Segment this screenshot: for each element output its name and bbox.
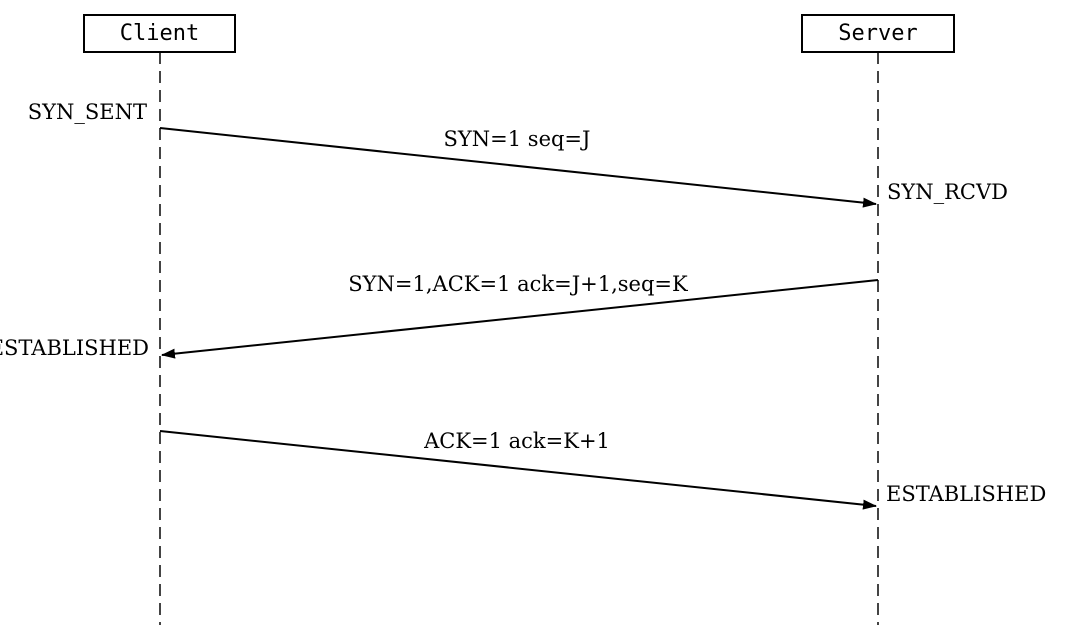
message-arrow-syn: [159, 127, 877, 208]
client-actor: Client: [83, 14, 236, 53]
server-actor-label: Server: [838, 21, 917, 46]
server-actor: Server: [801, 14, 955, 53]
message-label-ack: ACK=1 ack=K+1: [423, 429, 610, 453]
client-actor-label: Client: [120, 21, 199, 46]
client-state-established: ESTABLISHED: [0, 336, 149, 360]
message-label-syn-ack: SYN=1,ACK=1 ack=J+1,seq=K: [348, 272, 688, 296]
server-state-established: ESTABLISHED: [886, 482, 1046, 506]
message-arrow-syn-ack: [161, 279, 879, 359]
client-actor-box: [83, 14, 236, 53]
server-state-syn-rcvd: SYN_RCVD: [887, 180, 1008, 204]
message-arrow-ack: [159, 430, 877, 510]
server-actor-box: [801, 14, 955, 53]
client-state-syn-sent: SYN_SENT: [28, 100, 147, 124]
message-label-syn: SYN=1 seq=J: [444, 127, 591, 151]
